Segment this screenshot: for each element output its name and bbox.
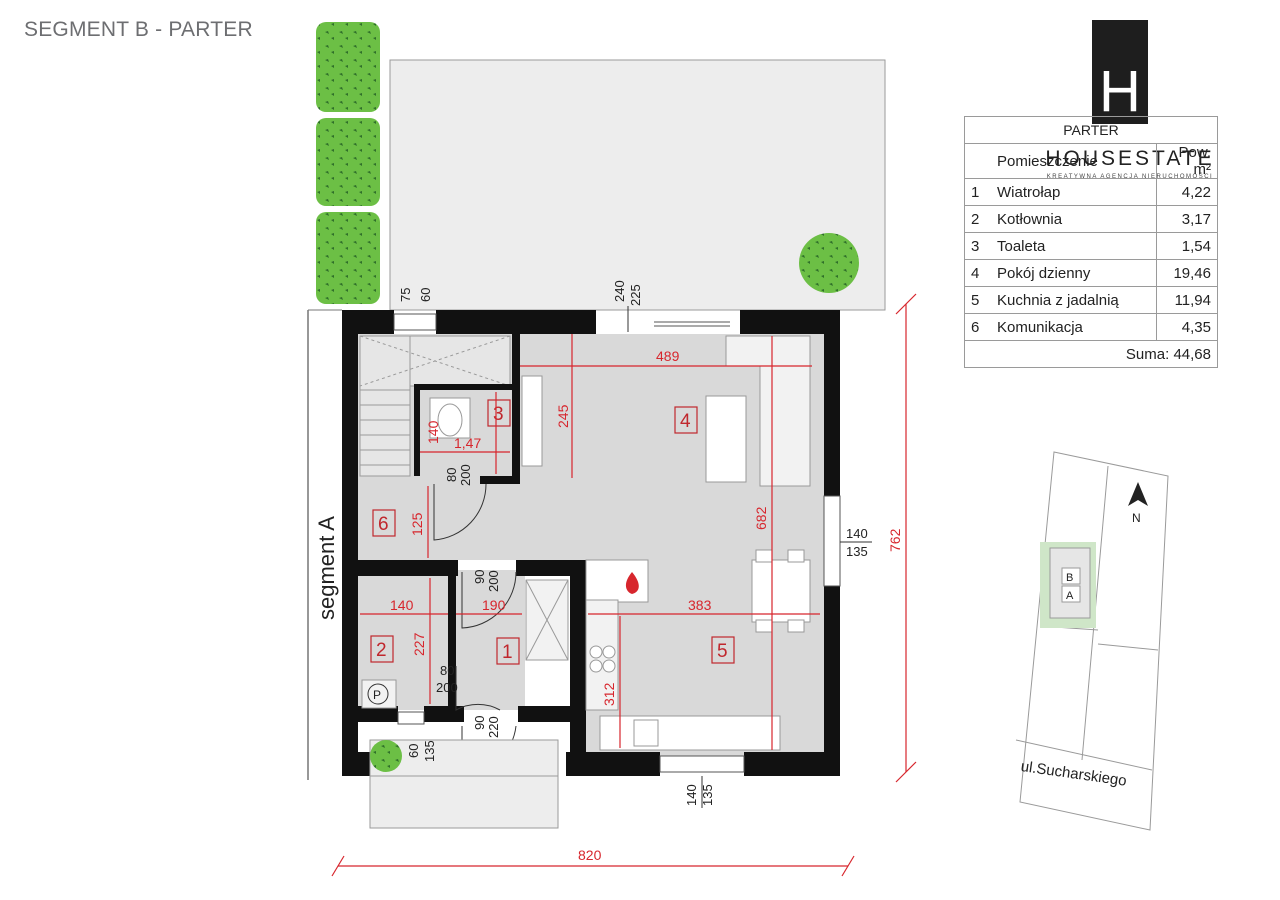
table-header-row: Pomieszczenie Pow. m² xyxy=(964,143,1218,179)
room-number-4: 4 xyxy=(680,411,691,432)
dim-200b: 200 xyxy=(486,570,501,592)
dim-762: 762 xyxy=(887,528,903,552)
room-number-3: 3 xyxy=(493,404,504,425)
minimap-label-b: B xyxy=(1066,572,1073,584)
table-heading-row: PARTER xyxy=(964,116,1218,144)
dim-135c: 135 xyxy=(700,784,715,806)
dim-135b: 135 xyxy=(846,544,868,559)
dim-125: 125 xyxy=(409,512,425,536)
dim-312: 312 xyxy=(601,682,617,706)
dim-383: 383 xyxy=(688,597,712,613)
dim-147: 1,47 xyxy=(454,435,481,451)
dim-140c: 140 xyxy=(846,526,868,541)
windows xyxy=(393,313,841,773)
north-arrow-icon xyxy=(1128,482,1148,506)
dim-227: 227 xyxy=(411,632,427,656)
dim-200a: 200 xyxy=(458,464,473,486)
table-row: 6 Komunikacja 4,35 xyxy=(964,313,1218,341)
table-heading: PARTER xyxy=(964,116,1218,144)
dim-200c: 200 xyxy=(436,680,458,695)
neighbor-segment-label: segment A xyxy=(314,516,339,620)
dim-225: 225 xyxy=(628,284,643,306)
room-number-5: 5 xyxy=(717,641,728,662)
dim-220: 220 xyxy=(486,716,501,738)
dim-60b: 60 xyxy=(418,288,433,302)
furniture xyxy=(361,335,811,751)
room-number-6: 6 xyxy=(378,514,389,535)
dim-75: 75 xyxy=(398,288,413,302)
dim-90b: 90 xyxy=(472,716,487,730)
minimap-label-a: A xyxy=(1066,590,1074,602)
fireplace-icon xyxy=(625,572,639,594)
table-row: 1 Wiatrołap 4,22 xyxy=(964,178,1218,206)
tree xyxy=(799,233,859,293)
table-row: 3 Toaleta 1,54 xyxy=(964,232,1218,260)
dim-820: 820 xyxy=(578,847,602,863)
boiler-label: P xyxy=(373,688,381,702)
dim-245: 245 xyxy=(555,404,571,428)
hedge xyxy=(316,22,380,304)
dim-489: 489 xyxy=(656,348,680,364)
porch xyxy=(369,775,559,829)
logo-letter: H xyxy=(1099,59,1141,124)
logo-mark xyxy=(1092,20,1148,124)
walls xyxy=(342,310,840,776)
dimension-lines xyxy=(360,334,820,750)
column-room: Pomieszczenie xyxy=(991,143,1157,179)
table-row: 2 Kotłownia 3,17 xyxy=(964,205,1218,233)
boiler-icon xyxy=(367,683,389,705)
dim-240: 240 xyxy=(612,280,627,302)
north-label: N xyxy=(1132,511,1141,525)
dim-190: 190 xyxy=(482,597,506,613)
table-sum-row: Suma: 44,68 xyxy=(964,340,1218,368)
site-minimap xyxy=(1015,451,1169,831)
overall-dimensions xyxy=(331,293,917,877)
sum-value: 44,68 xyxy=(1173,345,1211,363)
dim-80b: 80 xyxy=(440,663,454,678)
room-number-2: 2 xyxy=(376,640,387,661)
table-row: 5 Kuchnia z jadalnią 11,94 xyxy=(964,286,1218,314)
column-area: Pow. m² xyxy=(1156,143,1218,179)
plan-title: SEGMENT B - PARTER xyxy=(24,18,253,41)
sum-label: Suma: xyxy=(1125,345,1170,363)
dim-140: 140 xyxy=(425,420,441,444)
bush xyxy=(370,740,402,772)
dim-60: 60 xyxy=(406,744,421,758)
room-number-1: 1 xyxy=(502,642,513,663)
dim-140b: 140 xyxy=(390,597,414,613)
dim-90a: 90 xyxy=(472,570,487,584)
dim-682: 682 xyxy=(753,506,769,530)
dim-135a: 135 xyxy=(422,740,437,762)
area-table: PARTER Pomieszczenie Pow. m² 1 Wiatrołap… xyxy=(964,116,1218,368)
dim-140d: 140 xyxy=(684,784,699,806)
staircase xyxy=(359,335,511,477)
dim-80a: 80 xyxy=(444,468,459,482)
table-row: 4 Pokój dzienny 19,46 xyxy=(964,259,1218,287)
room-labels xyxy=(370,399,735,665)
